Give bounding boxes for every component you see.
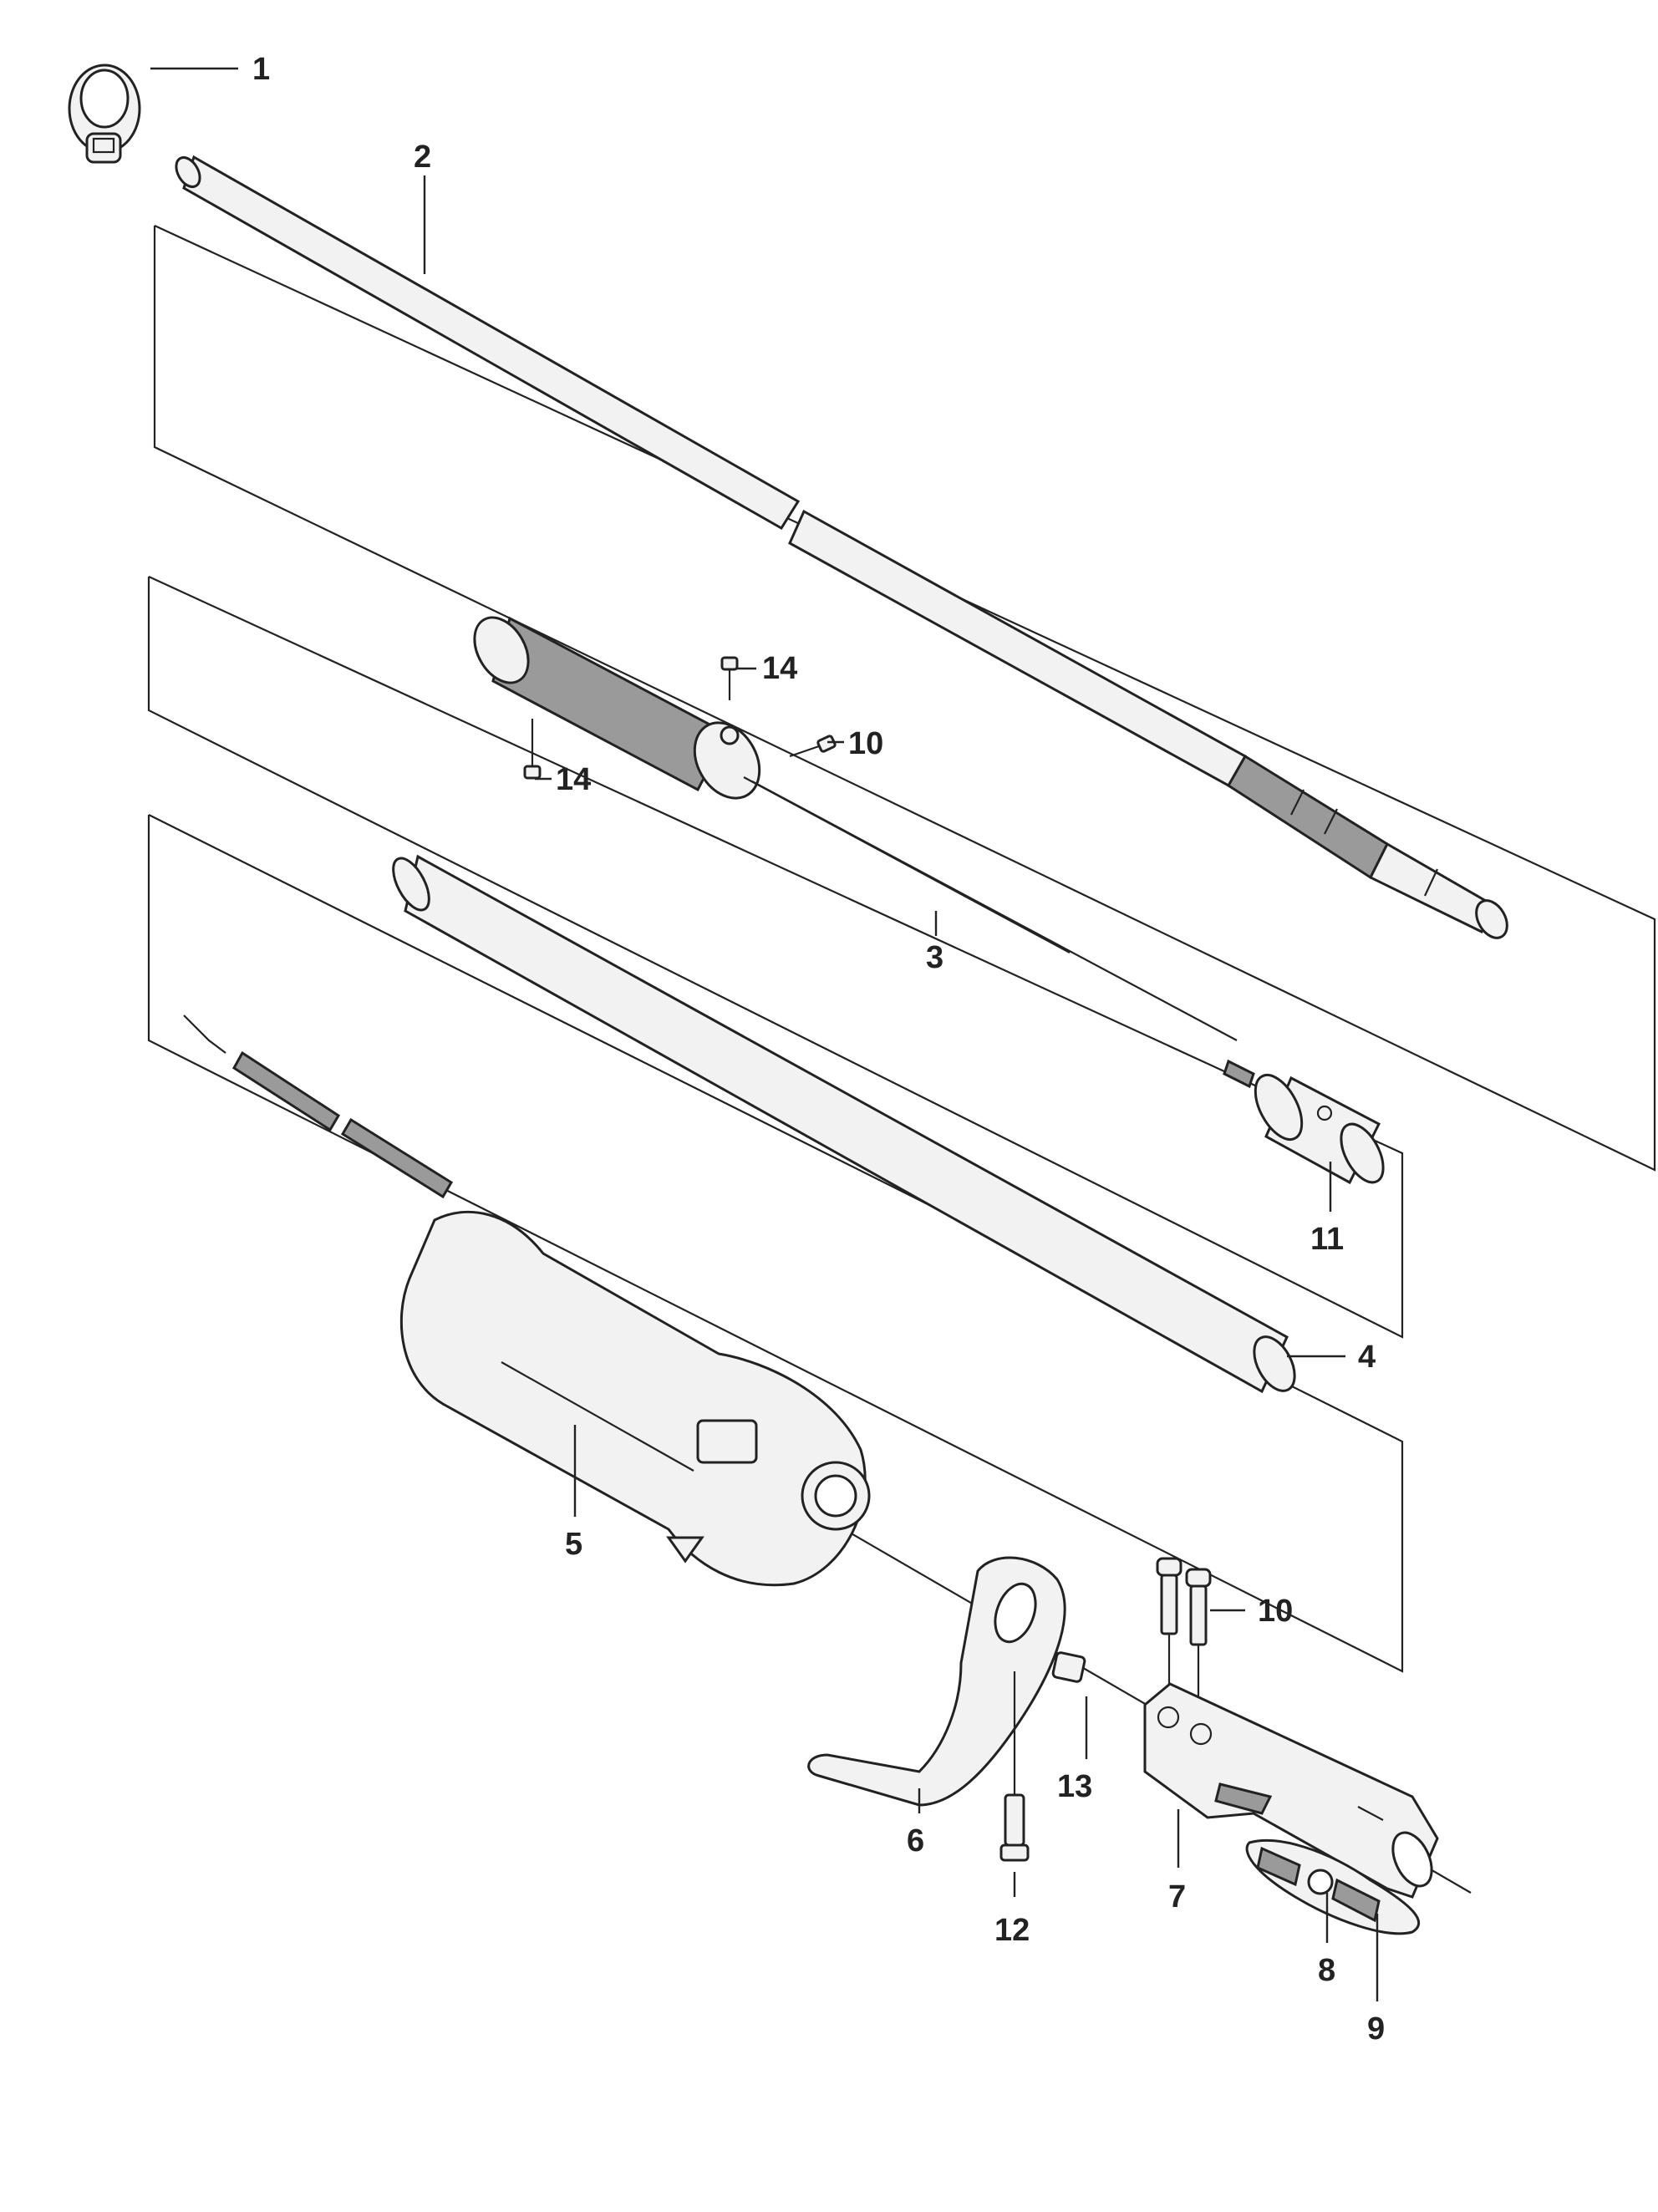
callout-9: 9: [1367, 2011, 1385, 2047]
callout-1: 1: [252, 52, 270, 87]
part-5-throttle-handle: [183, 1014, 871, 1587]
callout-leaders: [150, 67, 1379, 2001]
callout-14-top: 14: [762, 651, 797, 686]
part-4-lower-tube: [392, 854, 1296, 1394]
part-3-drive-shaft: [751, 781, 1238, 1041]
callout-2: 2: [414, 140, 431, 175]
callout-6: 6: [907, 1823, 924, 1859]
callout-8: 8: [1318, 1953, 1335, 1988]
callout-3: 3: [926, 940, 943, 975]
part-12-bolt: [999, 1671, 1030, 1862]
callout-7: 7: [1168, 1879, 1186, 1915]
part-10-bolts: [1156, 1557, 1212, 1709]
callout-14-left: 14: [556, 762, 591, 797]
assembly-guide-lines: [147, 225, 1656, 1894]
screw-10-upper: [789, 735, 837, 758]
callout-5: 5: [565, 1527, 582, 1562]
callout-10-upper: 10: [848, 726, 883, 761]
part-11-bushing: [1254, 1074, 1385, 1185]
callout-labels: 1 2 14 10 14 3 11 4 5 10 13 6 7 12 8 9: [252, 52, 1385, 2047]
part-1-ring-clamp: [68, 64, 141, 164]
part-7-coupling: [1143, 1682, 1439, 1899]
callout-12: 12: [994, 1913, 1030, 1948]
part-13-square-nut: [1051, 1651, 1086, 1683]
screw-14-top: [720, 656, 739, 700]
screw-14-left: [523, 719, 542, 780]
callout-4: 4: [1358, 1340, 1376, 1375]
part-2-upper-tube: [175, 155, 1508, 939]
callout-13: 13: [1057, 1769, 1092, 1804]
part-6-loop-handle: [807, 1556, 1066, 1807]
part-8-9-lever-knob: [1245, 1838, 1421, 1935]
callout-11: 11: [1310, 1222, 1344, 1257]
callout-10-lower: 10: [1258, 1594, 1293, 1629]
